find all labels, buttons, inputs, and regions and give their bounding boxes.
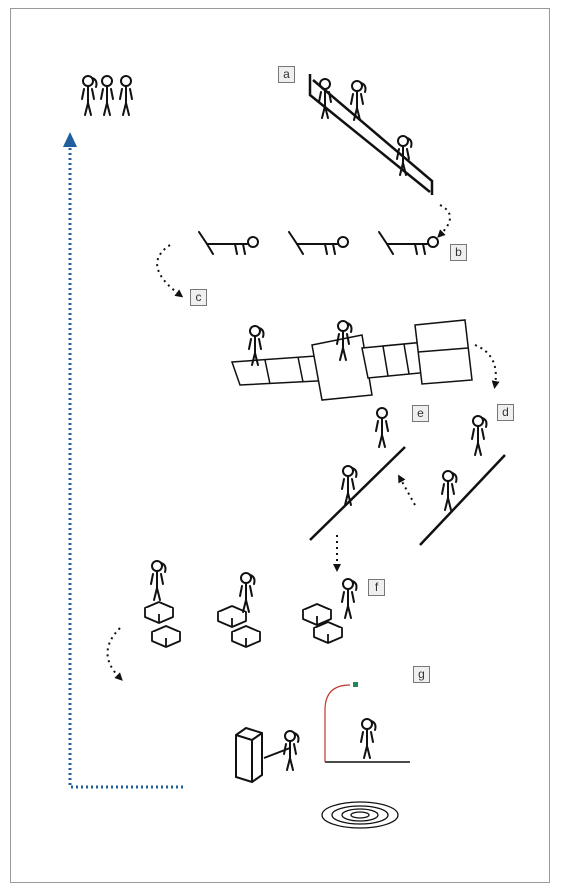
station-g: [236, 682, 410, 828]
station-label-c: c: [190, 289, 207, 306]
target-rings-icon: [322, 802, 398, 828]
station-label-g: g: [413, 666, 430, 683]
station-f-boxes: [108, 561, 357, 678]
station-b-crawl: [157, 232, 438, 295]
station-label-e: e: [412, 405, 429, 422]
station-c-hopscotch: [232, 320, 496, 400]
station-label-d: d: [497, 404, 514, 421]
station-a-slide: [310, 74, 450, 235]
station-e-balance: [310, 408, 405, 568]
return-path: [63, 132, 183, 787]
station-label-a: a: [278, 66, 295, 83]
punch-bag-icon: [236, 728, 262, 782]
waiting-group: [82, 76, 132, 115]
station-d-balance: [400, 416, 505, 545]
station-label-f: f: [368, 579, 385, 596]
jump-marker-icon: [353, 682, 358, 687]
station-label-b: b: [450, 244, 467, 261]
return-arrow-icon: [63, 132, 77, 147]
